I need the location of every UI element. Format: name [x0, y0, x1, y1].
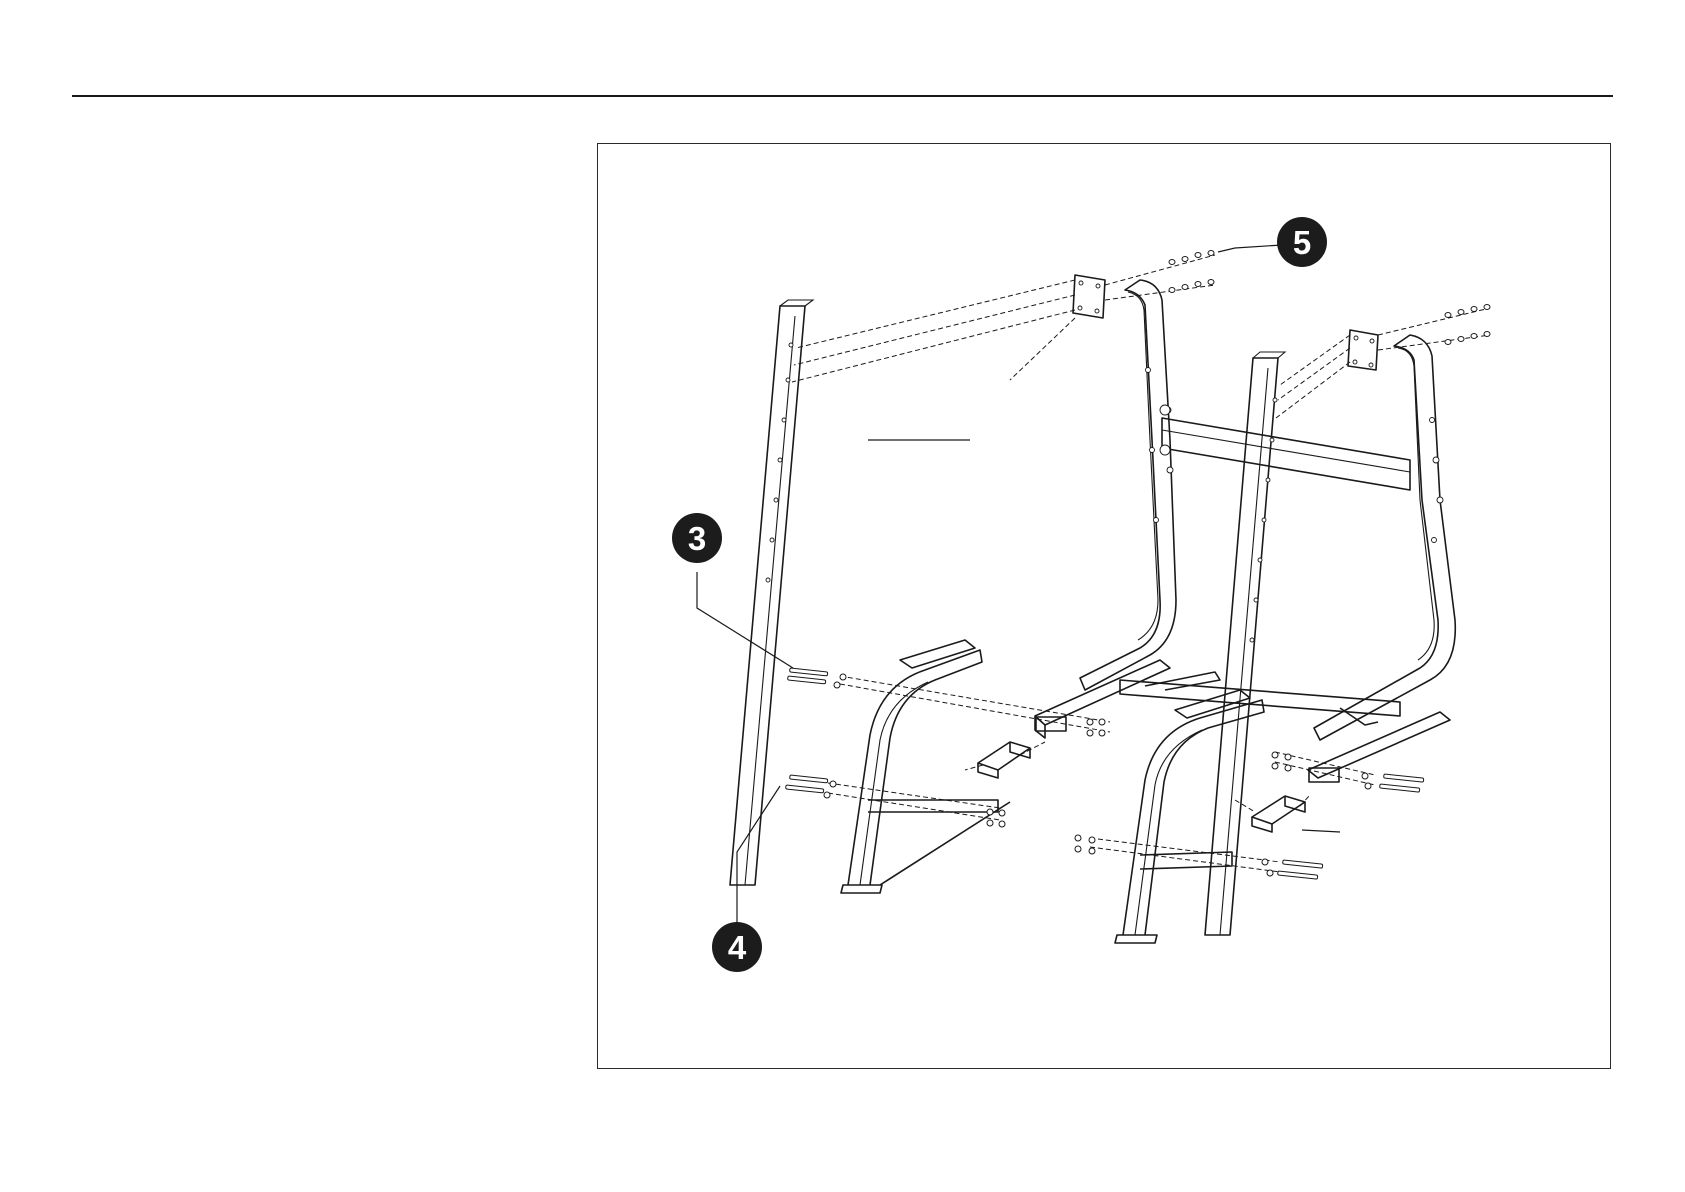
callout-3-label: 3 [688, 520, 706, 557]
callout-4: 4 [712, 922, 762, 972]
callout-5-label: 5 [1293, 224, 1311, 261]
leader-lines [697, 245, 1340, 935]
left-rear-arch [1035, 275, 1176, 738]
callout-4-label: 4 [728, 929, 747, 966]
base-bracket-right [1252, 796, 1305, 832]
callout-3: 3 [672, 513, 722, 563]
hardware-right-upper-bolts [1272, 752, 1424, 792]
callout-5: 5 [1277, 217, 1327, 267]
post-holes [766, 343, 793, 582]
assembly-guides [792, 255, 1490, 872]
lower-cross-brace [1120, 672, 1400, 725]
hardware-left-lower-bolts [786, 775, 1005, 827]
hardware-left-upper-bolts [788, 668, 1105, 736]
base-bracket-left [978, 742, 1030, 778]
hardware-right-lower-bolts [1075, 835, 1323, 879]
left-upright-frame [226, 0, 1010, 893]
cross-beam [1160, 405, 1410, 490]
